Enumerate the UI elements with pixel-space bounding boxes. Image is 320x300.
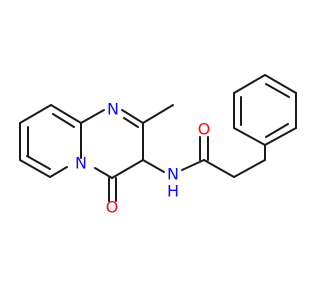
bond [265, 123, 289, 138]
bond [142, 104, 174, 124]
amide-nitrogen-label: N [167, 165, 179, 184]
bond [19, 104, 52, 124]
bond [265, 83, 290, 98]
bond [19, 159, 51, 178]
atom-labels: N N N H O O [75, 100, 210, 217]
bond [80, 109, 105, 124]
bond [94, 167, 113, 179]
bonds [19, 74, 297, 202]
bond [181, 159, 205, 171]
ring-nitrogen-label: N [107, 100, 119, 119]
bond [142, 159, 165, 173]
bond [233, 74, 266, 94]
bond [264, 127, 297, 146]
bond [26, 155, 51, 170]
bond [111, 159, 144, 179]
bond [233, 127, 266, 146]
bond [203, 159, 235, 178]
amide-hydrogen-label: H [167, 182, 179, 201]
bond [123, 117, 139, 128]
bond [52, 113, 75, 128]
bridgehead-nitrogen-label: N [75, 154, 87, 173]
bond [50, 104, 82, 124]
bond [121, 109, 144, 124]
bond [264, 74, 297, 94]
bond [49, 166, 68, 178]
ketone-oxygen-label: O [106, 198, 119, 217]
amide-oxygen-label: O [198, 120, 211, 139]
bond [233, 159, 266, 178]
molecule-canvas: N N N H O O [19, 74, 297, 217]
structure-drawing: N N N H O O [19, 74, 297, 217]
